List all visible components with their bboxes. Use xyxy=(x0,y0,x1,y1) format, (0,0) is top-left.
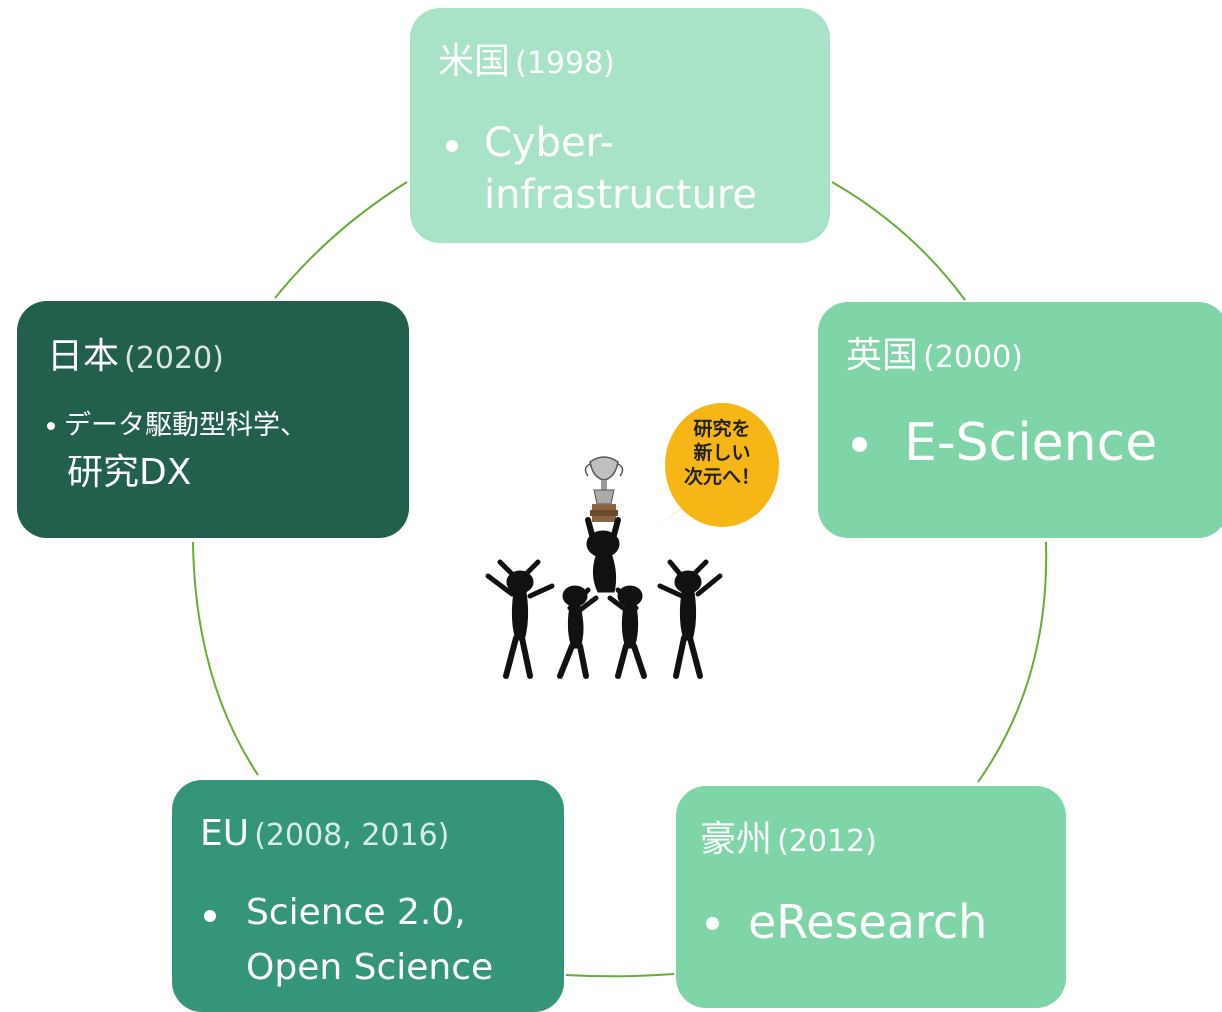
bullet-dot xyxy=(706,917,719,930)
node-uk-country: 英国 xyxy=(846,335,919,376)
node-eu-year: (2008, 2016) xyxy=(254,818,450,853)
connector-us-uk xyxy=(831,181,966,301)
bullet-dot xyxy=(47,422,55,430)
node-us-item-2: infrastructure xyxy=(484,172,758,218)
node-jp: 日本 (2020) データ駆動型科学、 研究DX xyxy=(17,301,409,538)
trophy-icon xyxy=(584,456,624,522)
node-us: 米国 (1998) Cyber- infrastructure xyxy=(410,8,830,243)
people-lifting-trophy-illustration xyxy=(485,456,723,679)
connector-au-eu xyxy=(565,973,675,978)
node-au-year: (2012) xyxy=(777,824,877,859)
node-us-country: 米国 xyxy=(438,41,511,82)
node-uk-year: (2000) xyxy=(923,340,1023,375)
bullet-dot xyxy=(852,437,867,452)
speech-bubble-line-1: 研究を xyxy=(693,418,751,440)
node-uk-item-1: E-Science xyxy=(904,413,1158,473)
connector-uk-au xyxy=(977,541,1048,783)
node-us-title: 米国 (1998) xyxy=(438,44,615,80)
speech-bubble-text: 研究を 新しい 次元へ！ xyxy=(667,418,777,489)
speech-bubble xyxy=(652,403,779,528)
node-us-year: (1998) xyxy=(515,46,615,81)
connector-eu-jp xyxy=(192,541,259,776)
node-jp-country: 日本 xyxy=(47,336,120,377)
speech-bubble-line-3: 次元へ！ xyxy=(683,465,760,488)
node-uk: 英国 (2000) E-Science xyxy=(818,302,1222,538)
node-au-title: 豪州 (2012) xyxy=(700,822,877,858)
node-jp-year: (2020) xyxy=(124,341,224,376)
node-au-country: 豪州 xyxy=(700,819,773,860)
node-us-item-1: Cyber- xyxy=(484,120,614,166)
node-au: 豪州 (2012) eResearch xyxy=(676,786,1066,1008)
node-eu-item-1: Science 2.0, xyxy=(246,892,466,933)
node-jp-item-1: データ駆動型科学、 xyxy=(64,410,307,441)
bullet-dot xyxy=(204,910,216,922)
node-eu-item-2: Open Science xyxy=(246,947,494,988)
connector-jp-us xyxy=(274,181,408,299)
bullet-dot xyxy=(446,140,458,152)
node-eu-country: EU xyxy=(200,813,250,854)
node-eu: EU (2008, 2016) Science 2.0, Open Scienc… xyxy=(172,780,564,1012)
node-jp-item-2: 研究DX xyxy=(67,452,192,493)
node-uk-title: 英国 (2000) xyxy=(846,338,1023,374)
node-au-item-1: eResearch xyxy=(748,895,988,949)
speech-bubble-line-2: 新しい xyxy=(693,441,751,464)
node-jp-title: 日本 (2020) xyxy=(47,339,224,375)
node-eu-title: EU (2008, 2016) xyxy=(200,816,449,852)
